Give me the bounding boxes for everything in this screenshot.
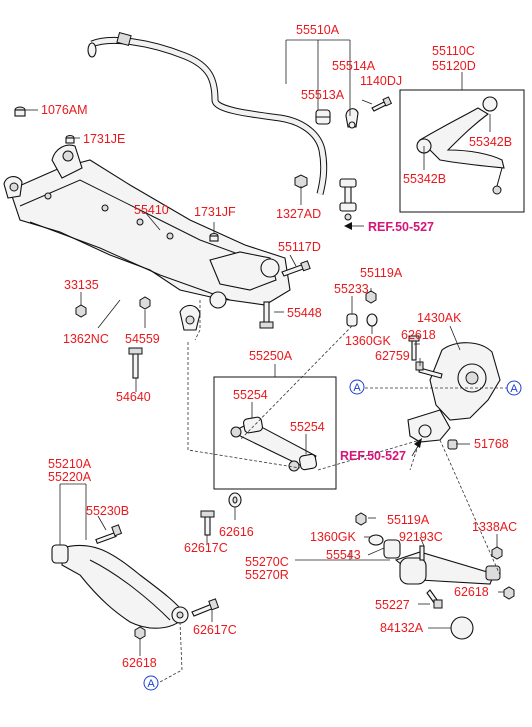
knuckle [407, 342, 501, 443]
marker-a1-circle [349, 379, 365, 395]
label-55342B-a[interactable]: 55342B [469, 135, 512, 149]
label-55510A[interactable]: 55510A [296, 23, 340, 37]
label-55230B[interactable]: 55230B [86, 504, 129, 518]
bolt-55230B [95, 524, 123, 545]
label-55448[interactable]: 55448 [287, 306, 322, 320]
label-55119A-top[interactable]: 55119A [360, 266, 403, 280]
label-1430AK[interactable]: 1430AK [417, 311, 462, 325]
label-55117D[interactable]: 55117D [278, 240, 321, 254]
label-1338AC[interactable]: 1338AC [472, 520, 517, 534]
cap-84132A [450, 616, 474, 640]
label-55342B-b[interactable]: 55342B [403, 172, 446, 186]
label-1140DJ[interactable]: 1140DJ [360, 74, 402, 88]
label-92193C[interactable]: 92193C [399, 530, 443, 544]
bolt-54640 [128, 347, 143, 379]
nut-62618-bot [134, 626, 146, 640]
label-55254-b[interactable]: 55254 [290, 420, 325, 434]
washer-55233 [346, 313, 358, 327]
ref-mid[interactable]: REF.50-527 [340, 449, 406, 463]
marker-a1: A [353, 382, 361, 394]
crossmember [3, 144, 291, 331]
marker-a2-circle [506, 380, 522, 396]
upper-arm-box [399, 89, 525, 213]
washer-1360GK-bot [368, 534, 384, 546]
label-1327AD[interactable]: 1327AD [276, 207, 321, 221]
label-54559[interactable]: 54559 [125, 332, 160, 346]
label-62618-mid[interactable]: 62618 [401, 328, 436, 342]
label-62617C-a[interactable]: 62617C [184, 541, 228, 555]
stabilizer-bracket [345, 108, 359, 129]
bolt-1338AC [491, 546, 503, 560]
label-1360GK-top[interactable]: 1360GK [345, 334, 392, 348]
bolt-1140DJ [371, 96, 393, 112]
marker-a3-circle [143, 675, 159, 691]
label-55119A-bot[interactable]: 55119A [387, 513, 430, 527]
label-62759[interactable]: 62759 [375, 349, 410, 363]
bolt-62617C-mid [200, 510, 215, 536]
plug-1731JF [209, 233, 219, 242]
label-55513A[interactable]: 55513A [301, 88, 345, 102]
nut-55119A-bot [355, 512, 367, 526]
stabilizer-link [339, 178, 357, 221]
label-1360GK-bot[interactable]: 1360GK [310, 530, 357, 544]
bolt-55227 [426, 589, 443, 609]
label-55210A[interactable]: 55210A [48, 457, 92, 471]
label-51768[interactable]: 51768 [474, 437, 509, 451]
stabilizer-bar [87, 32, 328, 195]
label-55227[interactable]: 55227 [375, 598, 410, 612]
label-62618-bot[interactable]: 62618 [122, 656, 157, 670]
nut-62618-right [503, 586, 515, 600]
label-84132A[interactable]: 84132A [380, 621, 424, 635]
bolt-55448 [259, 301, 274, 329]
nut-54559 [139, 296, 151, 310]
ref-arrows [344, 222, 422, 457]
label-33135[interactable]: 33135 [64, 278, 99, 292]
label-55233[interactable]: 55233 [334, 282, 369, 296]
label-55110C[interactable]: 55110C [432, 44, 475, 58]
nut-33135 [75, 304, 87, 318]
stabilizer-bushing [315, 109, 331, 125]
label-1076AM[interactable]: 1076AM [41, 103, 88, 117]
plug-1731JE [65, 135, 75, 144]
label-62616[interactable]: 62616 [219, 525, 254, 539]
label-1731JE[interactable]: 1731JE [83, 132, 125, 146]
label-55410[interactable]: 55410 [134, 203, 169, 217]
label-55270R[interactable]: 55270R [245, 568, 289, 582]
marker-a3: A [147, 678, 155, 690]
nut-1327AD [294, 174, 308, 189]
label-1731JF[interactable]: 1731JF [194, 205, 236, 219]
lower-link [383, 539, 501, 585]
label-54640[interactable]: 54640 [116, 390, 151, 404]
bolt-92193C [419, 545, 425, 561]
bolt-62617C-bot [191, 598, 220, 617]
label-55270C[interactable]: 55270C [245, 555, 289, 569]
cap-1076AM [14, 106, 26, 117]
cap-51768 [447, 439, 458, 450]
label-55220A[interactable]: 55220A [48, 470, 92, 484]
marker-a2: A [510, 383, 518, 395]
label-62617C-b[interactable]: 62617C [193, 623, 237, 637]
label-55543[interactable]: 55543 [326, 548, 361, 562]
bolt-62618-mid [408, 335, 420, 361]
leader-lines [25, 39, 504, 656]
ref-top[interactable]: REF.50-527 [368, 220, 434, 234]
bolt-55117D [281, 260, 311, 277]
label-55250A[interactable]: 55250A [249, 349, 293, 363]
washer-62616 [228, 492, 242, 508]
label-1362NC[interactable]: 1362NC [63, 332, 109, 346]
label-55254-a[interactable]: 55254 [233, 388, 268, 402]
trailing-arm-box [213, 376, 337, 490]
bushing-1360GK-top [366, 313, 378, 327]
label-55514A[interactable]: 55514A [332, 59, 376, 73]
lower-arm [51, 544, 189, 629]
label-62618-right[interactable]: 62618 [454, 585, 489, 599]
label-55120D[interactable]: 55120D [432, 59, 476, 73]
bolt-62759 [415, 361, 443, 379]
